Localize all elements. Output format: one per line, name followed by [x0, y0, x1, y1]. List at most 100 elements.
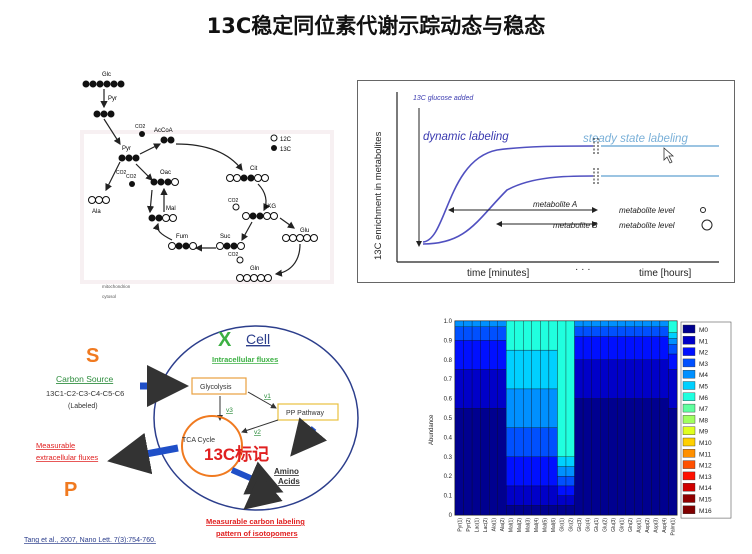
bar-segment-m0 [668, 408, 678, 516]
bar-segment-m2 [600, 336, 609, 360]
bar-segment-m5 [523, 349, 532, 390]
bar-segment-m3 [659, 326, 669, 337]
bar-segment-m2 [565, 485, 575, 496]
bar-segment-m1 [651, 359, 661, 399]
metabolite-a-level: metabolite level [619, 206, 675, 215]
marker-a-small [700, 207, 706, 213]
x-tick-label: Gln(1) [620, 518, 626, 532]
bar-segment-m4 [506, 388, 515, 428]
glycolysis-label: Glycolysis [200, 384, 232, 391]
bar-segment-m2 [634, 336, 643, 360]
cell-flux-schematic: S P X Cell Intracellular fluxes Carbon S… [24, 325, 359, 544]
bar-segment-m1 [668, 369, 678, 409]
glucose-added-annotation: 13C glucose added [413, 95, 474, 102]
bar-segment-m1 [608, 359, 618, 399]
y-tick-label: 0.8 [444, 358, 453, 364]
mal-carbons [148, 214, 177, 222]
bar-segment-m2 [617, 336, 626, 360]
y-tick-label: 1.0 [444, 319, 453, 325]
bar-segment-m2 [523, 456, 532, 487]
metabolite-gln: Gln [250, 266, 259, 272]
legend-13c: 13C [280, 147, 292, 153]
bar-segment-m0 [625, 398, 635, 516]
x-tick-label: Glu(2) [602, 518, 608, 532]
measurement-arrow [243, 473, 283, 510]
bar-segment-m1 [471, 369, 481, 409]
glc-carbons [82, 80, 125, 88]
legend-label-m12: M12 [699, 463, 712, 470]
legend-label-m9: M9 [699, 429, 708, 436]
bar-segment-m1 [634, 359, 643, 399]
bar-segment-m5 [565, 456, 575, 467]
curve-metabolite-a [422, 145, 594, 243]
bar-segment-m3 [523, 427, 532, 457]
legend-swatch-m5 [682, 381, 696, 390]
steady-labeling-label: steady state labeling [583, 133, 688, 145]
xlabel-minutes: time [minutes] [467, 268, 529, 279]
legend-swatch-m8 [682, 415, 696, 424]
legend-swatch-m16 [682, 505, 696, 515]
flux-v1: v1 [264, 393, 271, 400]
x-tick-label: Palm(1) [671, 518, 677, 536]
y-tick-label: 0.2 [444, 474, 453, 480]
y-tick-labels: 00.10.20.30.40.50.60.70.80.91.0 [444, 319, 453, 519]
x-tick-label: Asp(3) [654, 518, 660, 533]
bar-segment-m3 [582, 326, 592, 337]
bar-segment-m5 [668, 332, 678, 339]
bar-segment-m4 [617, 320, 626, 327]
bar-segment-m3 [617, 326, 626, 337]
bar-segment-m2 [454, 340, 464, 370]
bar-segment-m0 [659, 398, 669, 516]
bar-segment-m2 [659, 336, 669, 360]
y-tick-label: 0.7 [444, 377, 453, 383]
bar-segment-m2 [642, 336, 652, 360]
legend-swatch-m9 [682, 426, 696, 435]
extracellular-line1: Measurable [36, 441, 75, 450]
legend-label-m4: M4 [699, 372, 708, 379]
bar-segment-m2 [548, 456, 558, 487]
bar-segment-m0 [471, 408, 481, 516]
bar-segment-m4 [454, 320, 464, 327]
bar-segment-m3 [471, 326, 481, 341]
dynamic-labeling-label: dynamic labeling [423, 131, 509, 143]
x-tick-label: Ala(2) [500, 518, 506, 532]
metabolite-mal: Mal [166, 206, 176, 212]
citation: Tang et al., 2007, Nano Lett. 7(3):754-7… [24, 537, 156, 544]
legend-label-m13: M13 [699, 474, 712, 481]
bar-segment-m4 [625, 320, 635, 327]
legend-swatch-m11 [682, 449, 696, 458]
bar-segment-m1 [548, 485, 558, 506]
akg-carbons [242, 212, 278, 220]
bar-segment-m3 [506, 427, 515, 457]
legend-swatch-m12 [682, 460, 696, 469]
cell-membrane [153, 325, 359, 511]
cofactor-co2-5: CO2 [116, 170, 127, 176]
legend-label-m3: M3 [699, 361, 708, 368]
bar-segment-m3 [548, 427, 558, 457]
label-s: S [86, 345, 99, 367]
bar-segment-m0 [540, 505, 550, 516]
bar-segment-m6 [506, 320, 515, 351]
x-tick-label: Glc(1) [560, 518, 566, 532]
bar-segment-m4 [548, 388, 558, 428]
legend-label-m11: M11 [699, 451, 712, 458]
amino-label: Amino [274, 467, 299, 476]
marker-b-large [701, 219, 713, 231]
x-tick-label: Lac(1) [474, 518, 480, 533]
bar-segment-m4 [565, 466, 575, 477]
y-tick-label: 0.1 [444, 494, 453, 500]
bar-segment-m0 [463, 408, 473, 516]
bar-segment-m3 [625, 326, 635, 337]
isotopomer-chart: 00.10.20.30.40.50.60.70.80.91.0 Pyr(1)Py… [429, 319, 732, 536]
y-axis-label: Abundance [429, 414, 435, 445]
bar-segment-m0 [557, 505, 567, 516]
legend-label-m16: M16 [699, 508, 712, 515]
glu-carbons [282, 234, 318, 242]
x-tick-label: Pyr(1) [457, 518, 463, 532]
metabolite-a-label: metabolite A [533, 200, 577, 209]
bar-segment-m6 [540, 320, 550, 351]
x-tick-label: Pyr(2) [466, 518, 472, 532]
bar-segment-m4 [557, 466, 567, 477]
legend-label-m6: M6 [699, 395, 708, 402]
legend-swatch-m7 [682, 403, 696, 413]
